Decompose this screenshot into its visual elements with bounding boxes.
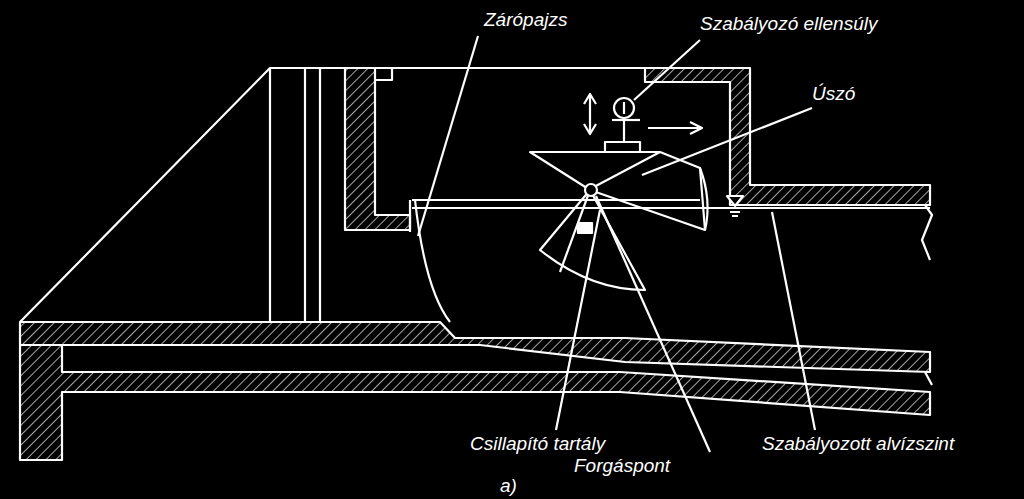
part-label: Szabályozó ellensúly <box>700 14 877 35</box>
part-label: Zárópajzs <box>484 10 567 31</box>
part-label: Szabályozott alvízszint <box>762 434 954 455</box>
part-label: Csillapító tartály <box>470 434 605 455</box>
part-label: Úszó <box>812 84 855 105</box>
part-label: Forgáspont <box>574 456 670 477</box>
part-label: a) <box>500 476 517 497</box>
